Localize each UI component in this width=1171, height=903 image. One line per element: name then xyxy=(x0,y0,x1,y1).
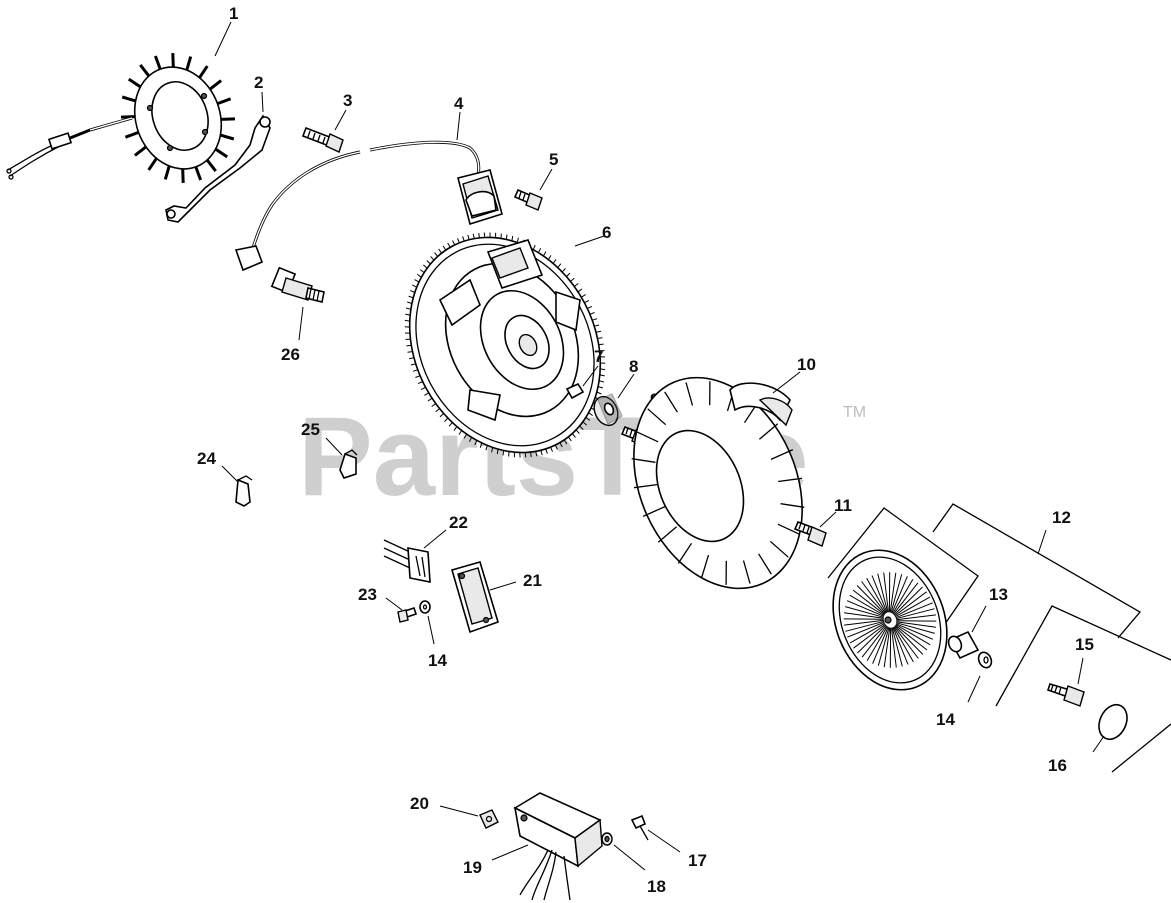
callout-19: 19 xyxy=(463,858,482,877)
fan-icon[interactable] xyxy=(602,351,834,615)
callout-21: 21 xyxy=(523,571,542,590)
watermark-trademark: TM xyxy=(843,404,866,421)
callout-7: 7 xyxy=(594,347,603,366)
clip-icon[interactable] xyxy=(339,449,358,479)
screw-icon[interactable] xyxy=(793,520,827,547)
callout-4: 4 xyxy=(454,94,464,113)
screw-icon[interactable] xyxy=(1046,683,1085,707)
clip-icon[interactable] xyxy=(235,475,253,507)
callout-8: 8 xyxy=(629,357,638,376)
callout-20: 20 xyxy=(410,794,429,813)
key-icon[interactable] xyxy=(565,382,585,400)
callout-11: 11 xyxy=(834,496,852,515)
callout-23: 23 xyxy=(358,585,377,604)
callout-10: 10 xyxy=(797,355,816,374)
callout-13: 13 xyxy=(989,585,1008,604)
callout-2: 2 xyxy=(254,73,263,92)
callout-16: 16 xyxy=(1048,756,1067,775)
washer-icon[interactable] xyxy=(976,650,994,670)
screw-icon[interactable] xyxy=(301,126,344,153)
callout-22: 22 xyxy=(449,513,468,532)
washer-icon[interactable] xyxy=(601,832,613,846)
bracket-icon[interactable] xyxy=(165,114,271,223)
callout-14a: 14 xyxy=(428,651,447,670)
callout-12: 12 xyxy=(1052,508,1071,527)
flywheel-icon[interactable] xyxy=(373,204,637,486)
stator-icon[interactable] xyxy=(6,53,236,183)
callout-17: 17 xyxy=(688,851,707,870)
callout-3: 3 xyxy=(343,91,352,110)
rectifier-regulator-icon[interactable] xyxy=(513,792,603,901)
spacer-icon[interactable] xyxy=(946,630,980,660)
callout-6: 6 xyxy=(602,223,611,242)
screw-icon[interactable] xyxy=(397,606,418,623)
washer-icon[interactable] xyxy=(419,600,431,614)
callout-18: 18 xyxy=(647,877,666,896)
decal-icon[interactable] xyxy=(1094,700,1133,744)
screen-icon[interactable] xyxy=(813,503,1141,707)
callout-26: 26 xyxy=(281,345,300,364)
callout-24: 24 xyxy=(197,449,216,468)
rectifier-plate-icon[interactable] xyxy=(451,561,499,634)
ignition-module-icon[interactable] xyxy=(234,140,503,272)
callout-25: 25 xyxy=(301,420,320,439)
callout-5: 5 xyxy=(549,150,558,169)
connector-icon[interactable] xyxy=(383,539,431,583)
washer-icon[interactable] xyxy=(590,393,623,429)
callout-1: 1 xyxy=(229,4,238,23)
callout-15: 15 xyxy=(1075,635,1094,654)
screw-icon[interactable] xyxy=(513,188,543,211)
screw-icon[interactable] xyxy=(630,814,649,841)
callout-14b: 14 xyxy=(936,710,955,729)
nut-icon[interactable] xyxy=(479,809,499,829)
spark-plug-icon[interactable] xyxy=(270,266,325,303)
